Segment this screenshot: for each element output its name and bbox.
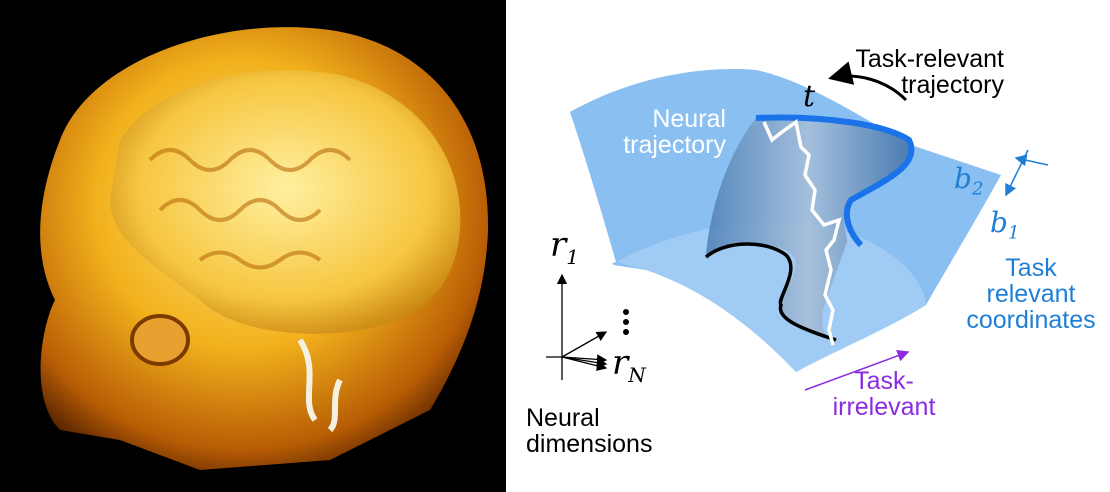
task-irrelevant-label: Task-irrelevant [832,367,936,421]
trajectory-tube [706,117,912,342]
b2-label: b2 [954,162,984,200]
b1-label: b1 [990,206,1020,244]
manifold-graphic [546,61,1049,391]
brain-mri-image [0,0,506,492]
neural-trajectory-path [762,119,842,346]
rN-label: rN [612,343,646,387]
brain-rendering [40,27,489,471]
time-symbol: t [803,79,816,114]
r1-label: r1 [550,225,579,269]
axes-icon [546,273,629,380]
